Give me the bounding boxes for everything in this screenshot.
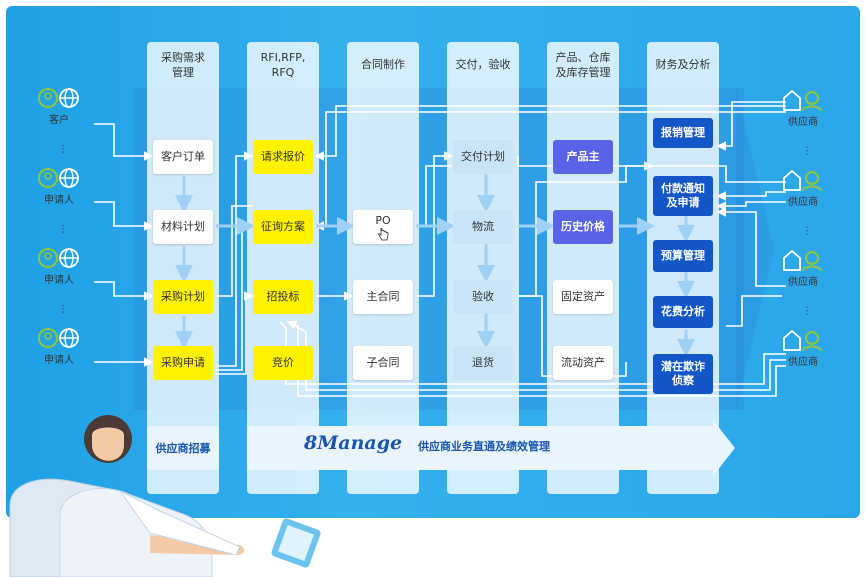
column-title-line: 及库存管理 bbox=[555, 66, 611, 79]
user-globe-icon bbox=[38, 328, 79, 348]
customer-order-box[interactable]: 客户订单 bbox=[153, 140, 213, 174]
actor-label: 供应商 bbox=[788, 277, 818, 288]
actor-label: 申请人 bbox=[44, 195, 74, 206]
actor-label: 供应商 bbox=[788, 117, 818, 128]
user-globe-icon bbox=[38, 168, 79, 188]
column-title-line: 管理 bbox=[172, 66, 194, 79]
platform-tagline: 供应商业务直通及绩效管理 bbox=[418, 440, 550, 453]
purchase-request-box[interactable]: 采购申请 bbox=[153, 346, 213, 380]
cost-analysis-box[interactable]: 花费分析 bbox=[653, 296, 713, 328]
return-goods-box[interactable]: 退货 bbox=[453, 346, 513, 380]
flow-band-arrowhead bbox=[736, 88, 774, 410]
brand-logo: 8Manage bbox=[304, 432, 403, 454]
supplier-icon bbox=[783, 169, 822, 192]
column-title: 财务及分析 bbox=[647, 57, 719, 72]
column-rfi-rfp-rfq: RFI,RFP, RFQ bbox=[247, 42, 319, 494]
actor-ellipsis: ⋮ bbox=[58, 304, 68, 315]
connector-lines bbox=[94, 101, 786, 397]
supplier-icon bbox=[783, 249, 822, 272]
tender-box[interactable]: 招投标 bbox=[253, 280, 313, 314]
expense-mgmt-box[interactable]: 报销管理 bbox=[653, 118, 713, 148]
supplier-recruit-bar[interactable]: 供应商招募 bbox=[147, 426, 219, 470]
request-quote-box[interactable]: 请求报价 bbox=[253, 140, 313, 174]
column-title-line: 采购需求 bbox=[161, 51, 205, 64]
delivery-plan-box[interactable]: 交付计划 bbox=[453, 140, 513, 174]
bidding-box[interactable]: 竞价 bbox=[253, 346, 313, 380]
platform-arrow bbox=[247, 420, 735, 476]
master-contract-box[interactable]: 主合同 bbox=[353, 280, 413, 314]
supplier-icon bbox=[783, 89, 822, 112]
user-globe-icon bbox=[38, 248, 79, 268]
fraud-detect-line: 侦察 bbox=[672, 374, 694, 387]
actor-applicant-3: 申请人 bbox=[24, 326, 94, 366]
column-contract: 合同制作 bbox=[347, 42, 419, 494]
budget-mgmt-box[interactable]: 预算管理 bbox=[653, 240, 713, 272]
actor-ellipsis: ⋮ bbox=[802, 226, 812, 237]
supplier-recruit-label: 供应商招募 bbox=[155, 442, 211, 455]
column-title: 交付，验收 bbox=[447, 57, 519, 72]
fixed-assets-box[interactable]: 固定资产 bbox=[553, 280, 613, 314]
column-delivery: 交付，验收 bbox=[447, 42, 519, 494]
column-inventory: 产品、仓库 及库存管理 bbox=[547, 42, 619, 494]
column-title-line: 合同制作 bbox=[361, 58, 405, 71]
user-globe-icon bbox=[38, 88, 79, 108]
actor-ellipsis: ⋮ bbox=[802, 306, 812, 317]
actor-label: 供应商 bbox=[788, 357, 818, 368]
sub-contract-box[interactable]: 子合同 bbox=[353, 346, 413, 380]
po-label: PO bbox=[375, 213, 391, 227]
user-illustration bbox=[9, 415, 321, 577]
column-title-line: 财务及分析 bbox=[655, 58, 711, 71]
column-title-line: RFQ bbox=[271, 66, 295, 79]
material-plan-box[interactable]: 材料计划 bbox=[153, 210, 213, 244]
actor-label: 申请人 bbox=[44, 275, 74, 286]
actor-customer: 客户 bbox=[24, 86, 94, 126]
actor-ellipsis: ⋮ bbox=[802, 146, 812, 157]
column-title: 采购需求 管理 bbox=[147, 50, 219, 80]
actor-supplier-2: 供应商 bbox=[768, 168, 838, 208]
payment-notice-line: 及申请 bbox=[666, 196, 700, 209]
actor-applicant-2: 申请人 bbox=[24, 246, 94, 286]
current-assets-box[interactable]: 流动资产 bbox=[553, 346, 613, 380]
column-title: 合同制作 bbox=[347, 57, 419, 72]
price-history-box[interactable]: 历史价格 bbox=[553, 210, 613, 244]
actor-label: 申请人 bbox=[44, 355, 74, 366]
fraud-detect-line: 潜在欺诈 bbox=[661, 360, 705, 373]
column-title: RFI,RFP, RFQ bbox=[247, 50, 319, 80]
product-owner-box[interactable]: 产品主 bbox=[553, 140, 613, 174]
fraud-detect-box[interactable]: 潜在欺诈 侦察 bbox=[653, 354, 713, 394]
column-title-line: RFI,RFP, bbox=[260, 51, 306, 64]
inquiry-plan-box[interactable]: 征询方案 bbox=[253, 210, 313, 244]
po-box[interactable]: PO bbox=[353, 210, 413, 244]
logistics-box[interactable]: 物流 bbox=[453, 210, 513, 244]
actor-supplier-3: 供应商 bbox=[768, 248, 838, 288]
actor-supplier-1: 供应商 bbox=[768, 88, 838, 128]
actor-ellipsis: ⋮ bbox=[58, 224, 68, 235]
actor-supplier-4: 供应商 bbox=[768, 328, 838, 368]
column-title-line: 产品、仓库 bbox=[555, 51, 611, 64]
column-title: 产品、仓库 及库存管理 bbox=[547, 50, 619, 80]
actor-applicant-1: 申请人 bbox=[24, 166, 94, 206]
purchase-plan-box[interactable]: 采购计划 bbox=[153, 280, 213, 314]
actor-label: 供应商 bbox=[788, 197, 818, 208]
actor-label: 客户 bbox=[49, 115, 69, 126]
payment-notice-line: 付款通知 bbox=[661, 182, 705, 195]
acceptance-box[interactable]: 验收 bbox=[453, 280, 513, 314]
column-title-line: 交付，验收 bbox=[455, 58, 511, 71]
actor-ellipsis: ⋮ bbox=[58, 144, 68, 155]
process-panel: 采购需求 管理 RFI,RFP, RFQ 合同制作 交付，验收 产品、仓库 及库… bbox=[6, 6, 860, 518]
payment-notice-box[interactable]: 付款通知 及申请 bbox=[653, 176, 713, 216]
supplier-icon bbox=[783, 329, 822, 352]
hand-cursor-icon bbox=[378, 227, 389, 240]
